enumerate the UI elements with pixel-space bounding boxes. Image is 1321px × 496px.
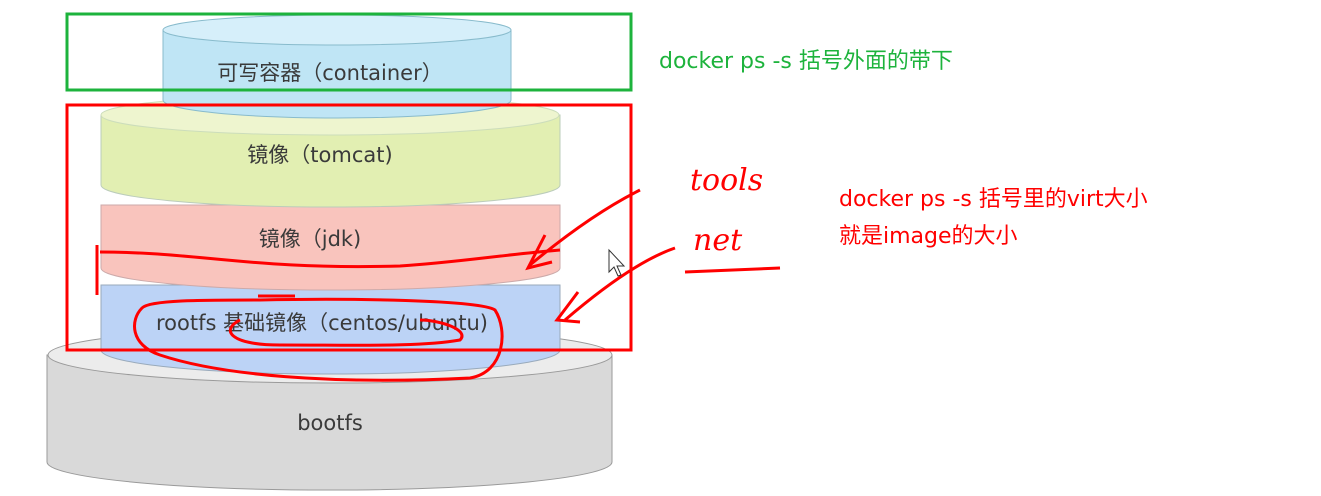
hand-circle-outer <box>133 297 504 382</box>
rootfs-label: rootfs 基础镜像（centos/ubuntu) <box>156 311 488 335</box>
jdk-layer: 镜像（jdk) <box>100 204 561 291</box>
red-note-line1: docker ps -s 括号里的virt大小 <box>839 187 1148 212</box>
handwritten-marks <box>95 188 781 382</box>
bootfs-label: bootfs <box>297 411 363 435</box>
handwriting-tools: tools <box>690 163 763 198</box>
tomcat-label: 镜像（tomcat) <box>247 143 392 167</box>
jdk-label: 镜像（jdk) <box>259 227 362 251</box>
arrow-2-head <box>554 291 581 324</box>
hand-underline <box>99 248 561 269</box>
hand-underline-net <box>684 266 781 274</box>
arrow-1-shaft <box>529 188 641 267</box>
hand-circle-inner <box>228 318 464 347</box>
handwriting-net: net <box>693 223 743 258</box>
red-highlight-box <box>65 103 633 352</box>
arrow-2-shaft <box>564 246 676 322</box>
mouse-cursor-icon <box>608 248 626 277</box>
red-note-line2: 就是image的大小 <box>839 224 1018 249</box>
rootfs-layer: rootfs 基础镜像（centos/ubuntu) <box>100 284 561 375</box>
green-note: docker ps -s 括号外面的带下 <box>659 49 953 74</box>
arrow-1-head <box>525 234 553 271</box>
container-layer: 可写容器（container） <box>162 14 512 119</box>
green-highlight-box <box>65 12 633 92</box>
container-label: 可写容器（container） <box>217 61 443 85</box>
